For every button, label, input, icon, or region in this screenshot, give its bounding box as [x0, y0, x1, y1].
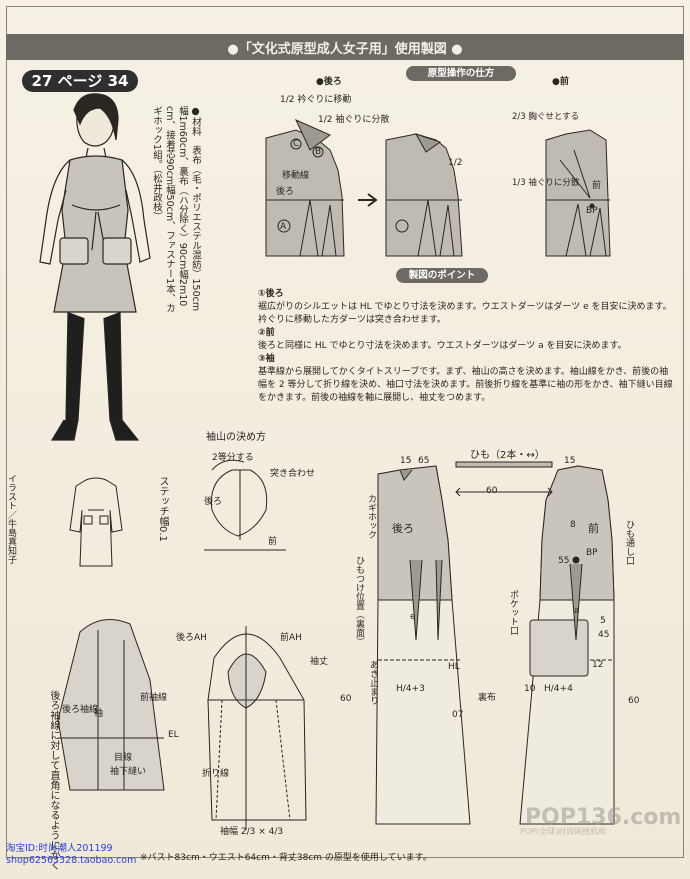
- annot-11: BP: [586, 206, 598, 216]
- annot-9: 1/3 袖ぐりに分散: [512, 178, 580, 188]
- pop-watermark-sub: POP(全球)时尚网络机构: [520, 827, 607, 836]
- hook-label: カギホック: [366, 494, 376, 539]
- tie-loop-label: ひも通し口: [624, 520, 634, 565]
- pocket-opening-label: ポケット口: [508, 590, 518, 635]
- sleeve-pattern-left: [57, 619, 165, 791]
- tie-string: [455, 461, 553, 497]
- sleeve-label-0: 2等分する: [212, 453, 254, 463]
- sleeve-label-12: 前AH: [280, 633, 302, 643]
- back-label: ●後ろ: [316, 77, 342, 87]
- pop-watermark: POP136.com: [525, 805, 682, 830]
- tie-title: ひも（2本・↔）: [470, 450, 545, 461]
- sleeve-label-1: 突き合わせ: [270, 469, 316, 479]
- annot-1: 1/2 袖ぐりに分散: [318, 115, 390, 125]
- sleeve-note: 後ろ袖線に対して直角になるようにかく: [48, 690, 59, 870]
- sleeve-label-2: 後ろ: [204, 497, 223, 507]
- shop-id: 淘宝ID:时尚潮人201199: [6, 843, 113, 854]
- front-hip: H/4+4: [544, 684, 573, 694]
- back-hip: H/4+3: [396, 684, 425, 694]
- opening-end-label: あき止まり: [368, 660, 378, 705]
- tie-position-label: ひもつけ位置（裏面）: [354, 556, 364, 646]
- back-neck-15: 15: [400, 456, 412, 466]
- dress-flat-sketch: [69, 477, 123, 567]
- lining-label: 裏布: [478, 693, 497, 703]
- front-length-60: 60: [628, 696, 640, 706]
- front-55: 55: [558, 556, 570, 566]
- page-number-badge: 27 ページ 34: [22, 70, 138, 92]
- back-hem-07: 07: [452, 710, 464, 720]
- annot-0: 1/2 衿ぐりに移動: [280, 95, 352, 105]
- annot-4: A: [280, 222, 287, 232]
- back-hl: HL: [448, 662, 460, 672]
- page-title: ●「文化式原型成人女子用」使用製図 ●: [227, 42, 463, 57]
- front-label: ●前: [552, 77, 569, 87]
- front-10: 10: [524, 684, 536, 694]
- sleeve-label-14: 折り線: [202, 769, 230, 779]
- points-pill: 製図のポイント: [396, 268, 488, 283]
- stitch-width-label: ステッチ幅0.1: [157, 476, 168, 542]
- point-1-body: 裾広がりのシルエットは HL でゆとり寸法を決めます。ウエストダーツはダーツ e…: [258, 302, 672, 325]
- sleeve-cap-diagram: [204, 459, 286, 551]
- point-1-head: ①後ろ: [258, 289, 284, 299]
- annot-5: C: [293, 139, 300, 149]
- front-neck-15: 15: [564, 456, 576, 466]
- sleeve-label-15: 袖幅 2/3 × 4/3: [220, 827, 284, 837]
- point-3-head: ③袖: [258, 354, 275, 364]
- illustrator-credit: イラスト／牛島真知子: [6, 474, 16, 564]
- point-2-head: ②前: [258, 328, 275, 338]
- shop-url: shop62563328.taobao.com: [6, 855, 137, 866]
- sleeve-cap-title: 袖山の決め方: [206, 432, 266, 443]
- back-neck-65: 65: [418, 456, 430, 466]
- sleeve-label-13: 袖丈: [310, 657, 329, 667]
- back-manipulation-diagram: [265, 119, 463, 257]
- materials-text: ●材料 表布（毛・ポリエステル混紡）150cm 幅1m60cm、裏布（ハ分除く）…: [151, 106, 201, 313]
- sleeve-label-9: 目線: [114, 753, 133, 763]
- sleeve-pattern-center: [207, 626, 307, 830]
- footnote: ※バスト83cm・ウエスト64cm・背丈38cm の原型を使用しています。: [140, 853, 432, 863]
- woman-illustration: [39, 93, 151, 441]
- sleeve-label-8: 前袖線: [140, 693, 168, 703]
- sleeve-label-16: 60: [340, 694, 352, 704]
- points-notes: ①後ろ 裾広がりのシルエットは HL でゆとり寸法を決めます。ウエストダーツはダ…: [258, 288, 674, 405]
- page-frame: [6, 6, 684, 858]
- back-piece-label: 後ろ: [392, 522, 414, 535]
- sleeve-label-6: 後ろ袖線: [62, 705, 99, 715]
- sleeve-label-17: EL: [168, 730, 179, 740]
- annot-6: B: [315, 147, 322, 157]
- tie-length: 60: [486, 486, 498, 496]
- front-manipulation-diagram: [545, 129, 611, 257]
- sleeve-label-7: 袖: [94, 709, 104, 719]
- header-bar: ●「文化式原型成人女子用」使用製図 ●: [6, 34, 684, 60]
- front-8: 8: [570, 520, 576, 530]
- pattern-manipulation-pill: 原型操作の仕方: [406, 66, 516, 81]
- annot-3: 後ろ: [276, 187, 295, 197]
- front-45: 45: [598, 630, 610, 640]
- annot-8: 2/3 胸ぐせとする: [512, 112, 580, 122]
- annot-10: 前: [592, 181, 602, 191]
- annot-7: 1/2: [448, 158, 463, 168]
- dart-e: e: [410, 612, 416, 622]
- annot-2: 移動線: [282, 171, 310, 181]
- front-5: 5: [600, 616, 606, 626]
- front-piece-label: 前: [588, 522, 599, 535]
- point-2-body: 後ろと同様に HL でゆとり寸法を決めます。ウエストダーツはダーツ a を目安に…: [258, 341, 627, 351]
- sleeve-label-10: 袖下縫い: [110, 767, 147, 777]
- point-3-body: 基準線から展開してかくタイトスリーブです。まず、袖山の高さを決めます。袖山線をか…: [258, 367, 673, 403]
- front-body-pattern: [519, 465, 615, 825]
- back-body-pattern: [375, 465, 471, 825]
- sleeve-label-3: 前: [268, 537, 278, 547]
- sleeve-label-11: 後ろAH: [176, 633, 207, 643]
- pocket-12: 12: [592, 660, 604, 670]
- shop-watermark: 淘宝ID:时尚潮人201199 shop62563328.taobao.com: [6, 843, 136, 867]
- dart-a: a: [574, 606, 580, 616]
- bp-label: BP: [586, 548, 598, 558]
